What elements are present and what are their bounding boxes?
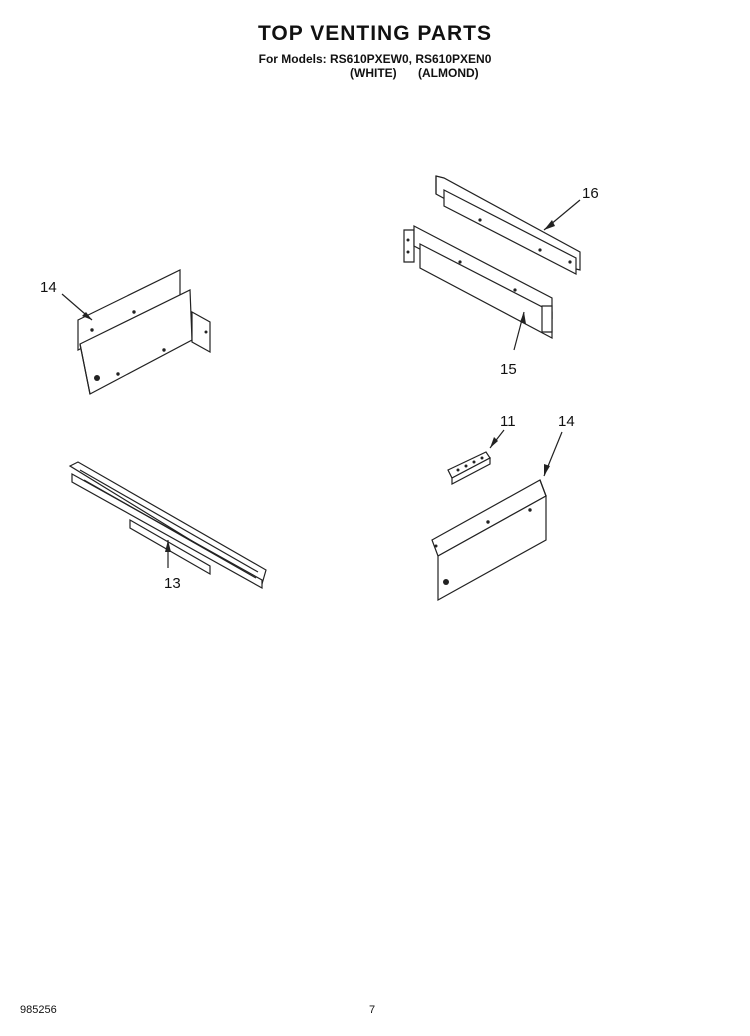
callout-13: 13 — [164, 575, 181, 592]
callout-14-left: 14 — [40, 279, 57, 296]
page-title: TOP VENTING PARTS — [257, 22, 493, 45]
model-numbers: For Models: RS610PXEW0, RS610PXEN0 — [258, 52, 492, 66]
part-11-connector — [447, 451, 491, 485]
callout-16: 16 — [582, 185, 599, 202]
callout-11: 11 — [500, 413, 516, 430]
document-number: 985256 — [20, 1004, 57, 1016]
part-14-left-vent-bracket — [77, 269, 211, 395]
part-16-vent-channel — [435, 175, 581, 275]
page-number: 7 — [369, 1004, 376, 1016]
color-white-label: (WHITE) — [350, 66, 397, 80]
callout-15: 15 — [500, 361, 517, 378]
callout-14-right: 14 — [558, 413, 575, 430]
leader-arrows — [61, 199, 581, 568]
part-13-vent-rail — [68, 461, 267, 590]
part-14-right-vent-bracket — [431, 479, 547, 602]
part-15-vent-channel — [403, 225, 553, 339]
color-almond-label: (ALMOND) — [418, 66, 479, 80]
